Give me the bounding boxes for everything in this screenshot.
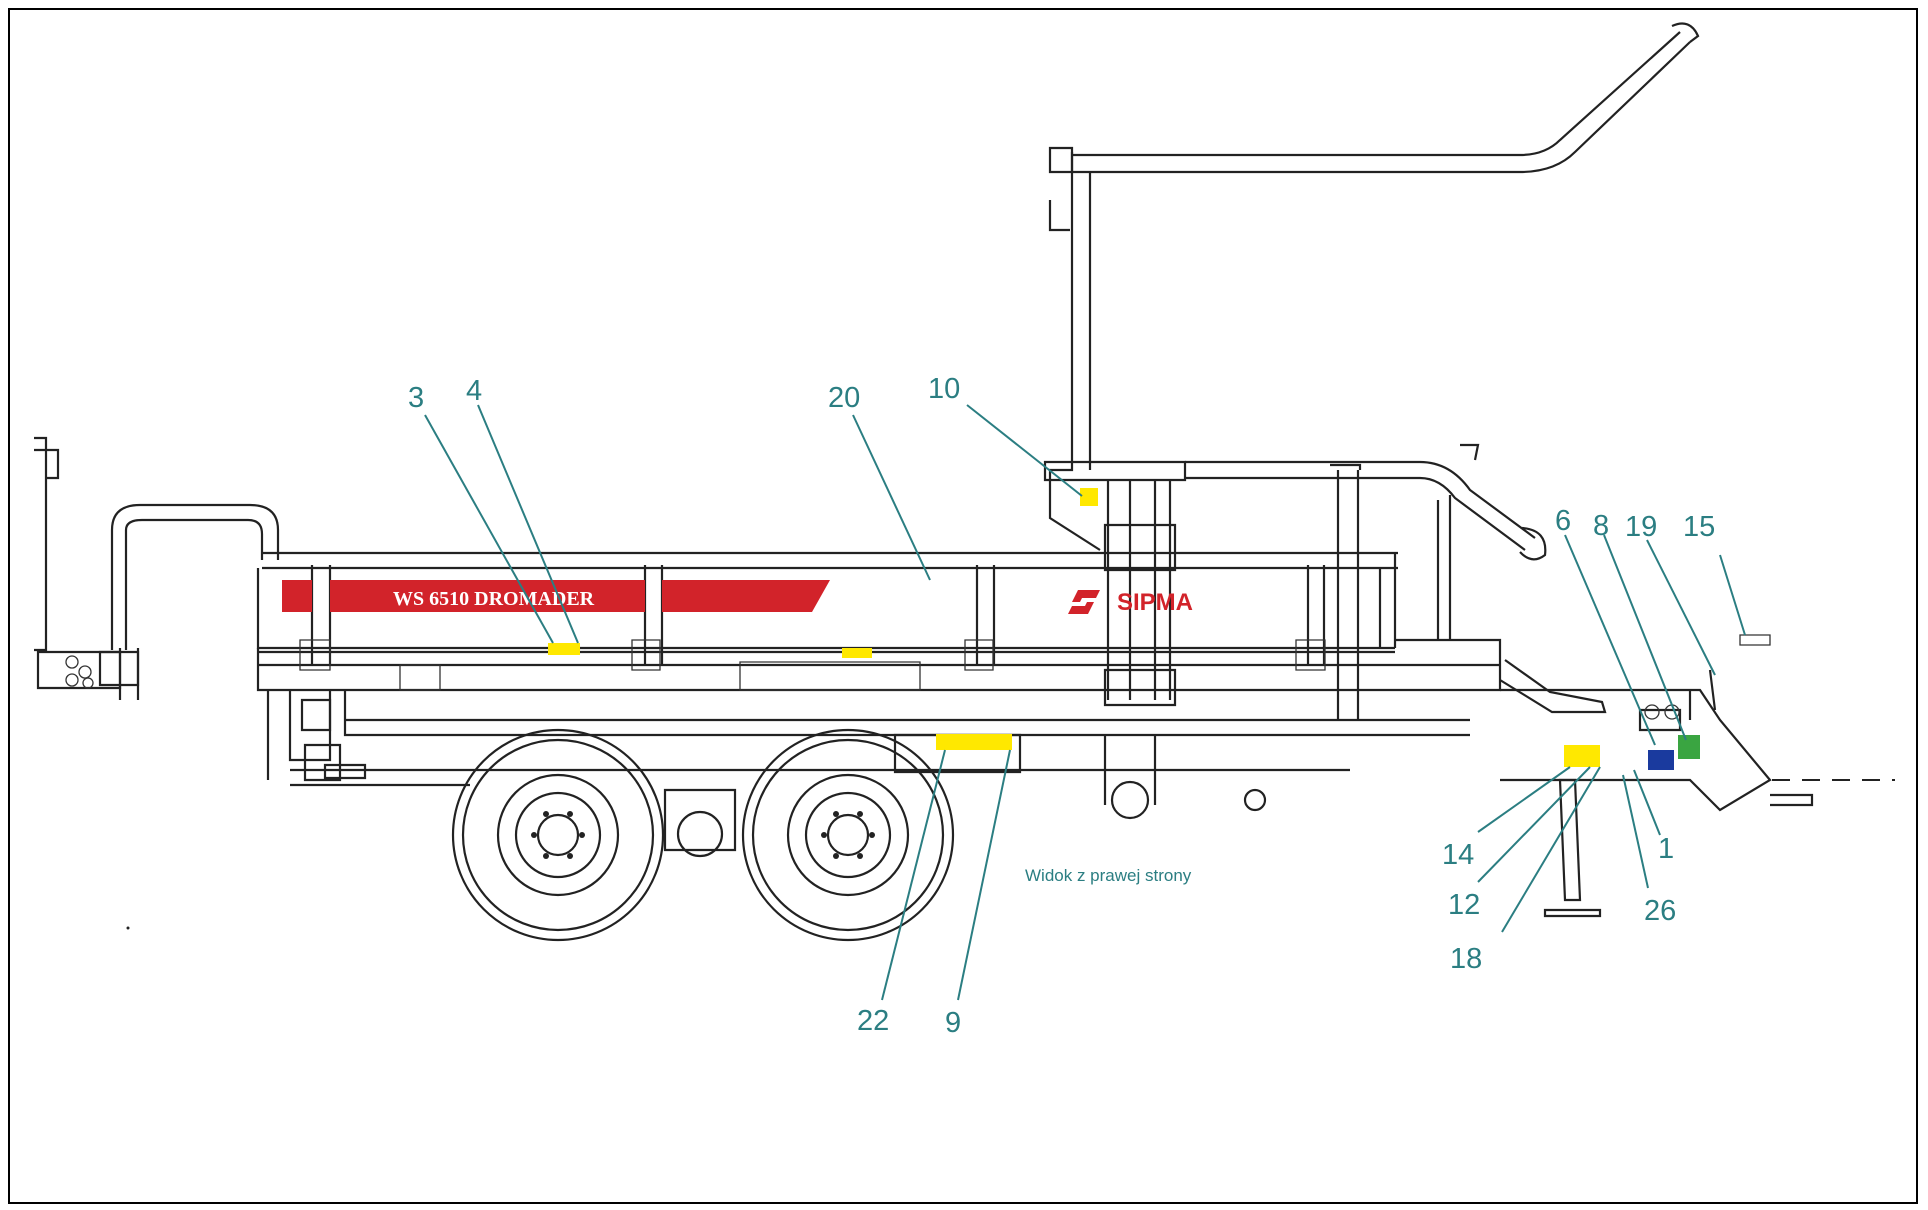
- warning-sticker-14: [1564, 745, 1600, 767]
- callout-6: 6: [1555, 505, 1571, 537]
- wheel-rear: [741, 728, 955, 942]
- eu-sticker: [1648, 750, 1674, 770]
- callout-18: 18: [1450, 943, 1482, 975]
- callout-9: 9: [945, 1007, 961, 1039]
- model-name-text: WS 6510 DROMADER: [393, 588, 595, 610]
- callout-12: 12: [1448, 889, 1480, 921]
- green-sticker: [1678, 735, 1700, 759]
- callout-15: 15: [1683, 511, 1715, 543]
- callout-labels: 3 4 20 10 6 8 19 15 14 12 18 1 26 22 9: [408, 373, 1715, 1039]
- callout-14: 14: [1442, 839, 1474, 871]
- warning-sticker-3: [548, 643, 580, 655]
- name-stripe: WS 6510 DROMADER SIPMA: [282, 580, 1193, 616]
- callout-1: 1: [1658, 833, 1674, 865]
- loading-arm: [1043, 22, 1700, 720]
- callout-20: 20: [828, 382, 860, 414]
- callout-10: 10: [928, 373, 960, 405]
- callout-19: 19: [1625, 511, 1657, 543]
- callout-22: 22: [857, 1005, 889, 1037]
- stray-dot: [126, 926, 130, 930]
- brand-text: SIPMA: [1117, 589, 1193, 616]
- warning-sticker-22: [936, 734, 1012, 750]
- callout-26: 26: [1644, 895, 1676, 927]
- stickers: [548, 488, 1700, 770]
- wheel-front: [451, 728, 665, 942]
- callout-8: 8: [1593, 510, 1609, 542]
- warning-sticker-10: [1080, 488, 1098, 506]
- callout-4: 4: [466, 375, 482, 407]
- drawing-frame: [8, 8, 1918, 1204]
- suspension: [663, 735, 1267, 858]
- front-guard: [34, 436, 280, 700]
- drawbar: [1499, 634, 1895, 918]
- leader-lines: [424, 404, 1746, 1001]
- callout-3: 3: [408, 382, 424, 414]
- warning-sticker-4: [842, 648, 872, 658]
- sipma-logo: SIPMA: [1068, 589, 1193, 616]
- view-caption: Widok z prawej strony: [1025, 866, 1192, 885]
